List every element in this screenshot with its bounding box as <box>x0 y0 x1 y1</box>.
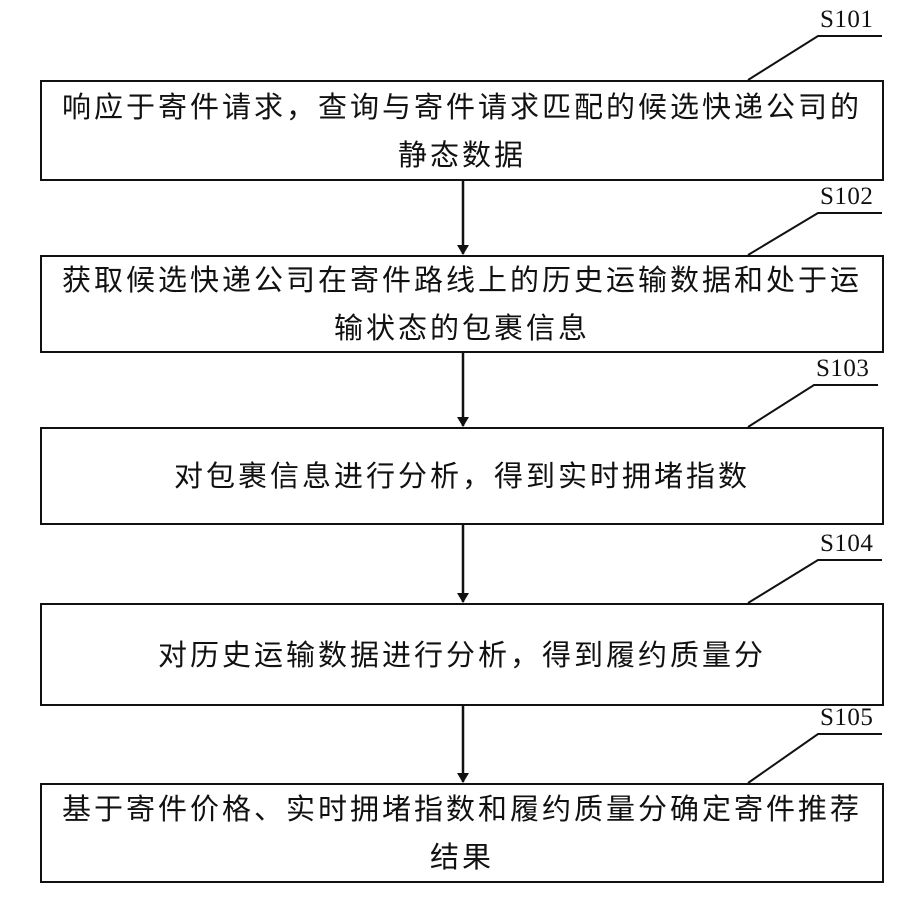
step-label-s105: S105 <box>820 704 873 732</box>
step-label-s103: S103 <box>816 355 869 383</box>
step-text-s101: 响应于寄件请求，查询与寄件请求匹配的候选快递公司的静态数据 <box>42 83 882 179</box>
step-text-s105: 基于寄件价格、实时拥堵指数和履约质量分确定寄件推荐结果 <box>42 785 882 881</box>
step-text-s102: 获取候选快递公司在寄件路线上的历史运输数据和处于运输状态的包裹信息 <box>42 256 882 352</box>
step-label-s102: S102 <box>820 183 873 211</box>
leader-line-s104 <box>748 560 882 603</box>
step-box-s105: 基于寄件价格、实时拥堵指数和履约质量分确定寄件推荐结果 <box>40 783 884 883</box>
step-box-s102: 获取候选快递公司在寄件路线上的历史运输数据和处于运输状态的包裹信息 <box>40 255 884 353</box>
step-label-s104: S104 <box>820 530 873 558</box>
leader-line-s101 <box>748 36 882 80</box>
step-text-s104: 对历史运输数据进行分析，得到履约质量分 <box>144 631 780 679</box>
leader-line-s103 <box>748 385 878 427</box>
step-box-s103: 对包裹信息进行分析，得到实时拥堵指数 <box>40 427 884 525</box>
step-box-s101: 响应于寄件请求，查询与寄件请求匹配的候选快递公司的静态数据 <box>40 80 884 181</box>
step-text-s103: 对包裹信息进行分析，得到实时拥堵指数 <box>160 452 764 500</box>
step-label-s101: S101 <box>820 6 873 34</box>
leader-line-s105 <box>748 734 882 783</box>
step-box-s104: 对历史运输数据进行分析，得到履约质量分 <box>40 603 884 706</box>
leader-line-s102 <box>748 213 882 255</box>
